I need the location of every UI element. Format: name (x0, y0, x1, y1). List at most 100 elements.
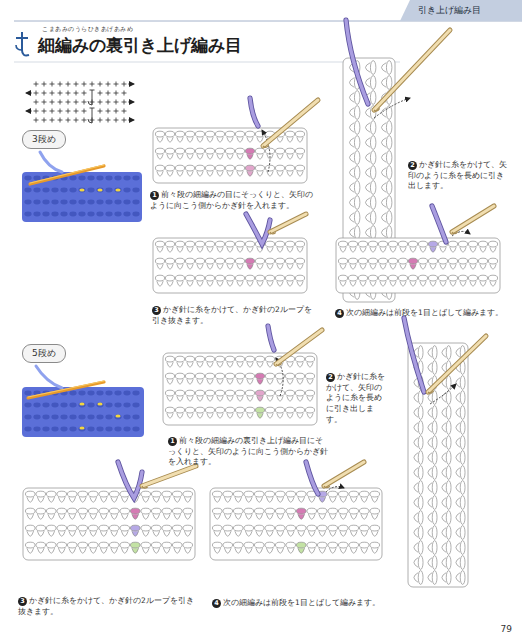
stitch-loop (295, 131, 304, 137)
stitch-loop (265, 407, 274, 413)
photo-stitch (87, 176, 94, 181)
stitch-post (287, 548, 294, 553)
stitch-symbol (22, 32, 29, 55)
stitch-loop (275, 491, 285, 497)
stitch-post (381, 228, 386, 238)
stitch-post (442, 483, 446, 493)
stitch-loop (165, 165, 174, 171)
stitch-post (390, 264, 396, 269)
stitch-loop (165, 148, 174, 154)
stitch-post (349, 123, 354, 133)
stitch-loop (245, 407, 254, 413)
stitch-post (442, 438, 446, 448)
stitch-post (257, 379, 263, 384)
chart-arrow (26, 93, 32, 94)
photo-stitch (132, 403, 139, 408)
stitch-post (177, 281, 183, 286)
stitch-post (297, 247, 303, 252)
stitch-post (287, 514, 294, 519)
stitch-post (111, 514, 118, 519)
stitch-loop (370, 226, 375, 240)
stitch-post (428, 573, 432, 583)
stitch-post (340, 531, 347, 536)
stitch-loop (432, 406, 437, 420)
stitch-loop (183, 508, 193, 514)
stitch-post (227, 281, 233, 286)
stitch-loop (428, 258, 437, 264)
stitch-post (267, 362, 273, 367)
stitch-post (414, 393, 418, 403)
stitch-post (308, 548, 315, 553)
photo-stitch (123, 200, 130, 205)
row-label: 3段め (22, 130, 66, 149)
stitch-post (187, 137, 193, 142)
photo-stitch (51, 212, 58, 217)
stitch-loop (255, 258, 264, 264)
stitch-loop (225, 373, 234, 379)
stitch-post (257, 171, 263, 176)
stitch-loop (120, 508, 130, 514)
photo-marker (97, 402, 102, 405)
stitch-post (428, 348, 432, 358)
stitch-loop (370, 151, 375, 165)
stitch-post (297, 379, 303, 384)
arrow (262, 130, 270, 172)
stitch-post (287, 379, 293, 384)
stitch-post (329, 548, 336, 553)
photo-stitch (60, 200, 67, 205)
stitch-loop (285, 241, 294, 247)
stitch-loop (25, 525, 35, 531)
stitch-loop (265, 491, 275, 497)
stitch-post (381, 168, 386, 178)
stitch-loop (162, 491, 172, 497)
stitch-loop (67, 491, 77, 497)
stitch-loop (338, 525, 348, 531)
stitch-post (381, 123, 386, 133)
photo-stitch (87, 212, 94, 217)
stitch-post (365, 183, 370, 193)
stitch-loop (370, 542, 380, 548)
stitch-loop (57, 491, 67, 497)
hook-tip (276, 363, 282, 365)
chart-symbol (76, 82, 77, 87)
stitch-loop (285, 373, 294, 379)
photo-stitch (105, 176, 112, 181)
stitch-loop (354, 136, 359, 150)
photo-ground (18, 150, 146, 226)
stitch-post (442, 393, 446, 403)
stitch-loop (109, 491, 119, 497)
stitch-loop (295, 165, 304, 171)
stitch-post (257, 154, 263, 159)
stitch-loop (215, 356, 224, 362)
stitch-loop (57, 525, 67, 531)
stitch-post (371, 548, 378, 553)
yarn (250, 98, 258, 126)
stitch-loop (285, 407, 294, 413)
stitch-loop (205, 390, 214, 396)
stitch-loop (418, 496, 423, 510)
stitch-post (58, 497, 65, 502)
stitch-post (237, 362, 243, 367)
stitch-post (257, 396, 263, 401)
stitch-loop (418, 556, 423, 570)
stitch-post (414, 468, 418, 478)
stitch-loop (460, 466, 465, 480)
stitch-loop (185, 356, 194, 362)
yarn (118, 462, 142, 498)
stitch-post (390, 281, 396, 286)
stitch-post (349, 138, 354, 148)
stitch-loop (295, 275, 304, 281)
stitch-loop (165, 356, 174, 362)
chart-symbol (124, 118, 125, 123)
stitch-loop (151, 525, 161, 531)
stitch-post (256, 548, 263, 553)
stitch-loop (235, 131, 244, 137)
stitch-post (69, 531, 76, 536)
photo (18, 150, 146, 226)
stitch-post (217, 396, 223, 401)
stitch-loop (460, 496, 465, 510)
stitch-loop (446, 466, 451, 480)
stitch-post (227, 396, 233, 401)
stitch-post (340, 264, 346, 269)
